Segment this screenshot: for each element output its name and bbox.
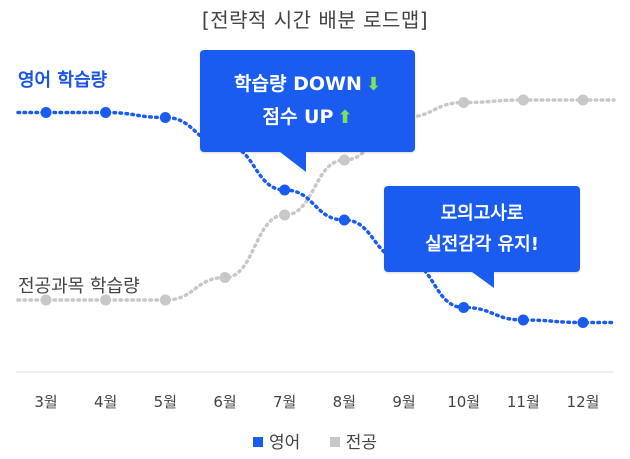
chart-legend: 영어 전공 <box>0 428 630 453</box>
callout-mock-test: 모의고사로 실전감각 유지! <box>384 186 580 288</box>
callout-1-text-2: 점수 UP <box>262 106 334 128</box>
point-english-8 <box>517 314 529 326</box>
line-chart: 3월 4월 5월 6월 7월 8월 9월 10월 11월 12월 <box>16 94 616 411</box>
x-tick-label: 7월 <box>273 393 296 411</box>
callout-1-text-1: 학습량 DOWN <box>234 73 362 95</box>
point-major-8 <box>517 94 529 106</box>
point-english-2 <box>159 112 171 123</box>
point-english-4 <box>279 184 291 196</box>
x-tick-labels: 3월 4월 5월 6월 7월 8월 9월 10월 11월 12월 <box>34 393 599 411</box>
callout-2-text-2: 실전감각 유지! <box>425 234 539 255</box>
arrow-up-icon: ⬆ <box>337 107 353 128</box>
x-tick-label: 12월 <box>567 393 600 411</box>
point-major-4 <box>279 209 291 221</box>
x-tick-label: 11월 <box>507 393 540 411</box>
series-line-english <box>16 110 616 325</box>
callout-1-line-2: 점수 UP⬆ <box>200 101 415 134</box>
point-major-5 <box>338 154 350 166</box>
point-english-1 <box>100 107 112 118</box>
arrow-down-icon: ⬇ <box>365 74 381 95</box>
point-major-7 <box>458 97 470 108</box>
callout-2-text-1: 모의고사로 <box>440 203 524 224</box>
point-major-2 <box>159 294 171 306</box>
x-tick-label: 10월 <box>447 393 480 411</box>
point-major-3 <box>219 272 231 283</box>
legend-label-major: 전공 <box>345 433 377 453</box>
x-tick-label: 9월 <box>392 393 415 411</box>
legend-item-english: 영어 <box>253 428 300 453</box>
point-english-5 <box>338 214 350 226</box>
x-tick-label: 3월 <box>34 393 57 411</box>
x-tick-label: 8월 <box>333 393 356 411</box>
x-tick-label: 4월 <box>94 393 117 411</box>
x-tick-label: 6월 <box>213 393 236 411</box>
legend-item-major: 전공 <box>329 428 377 453</box>
chart-title: [전략적 시간 배분 로드맵] <box>201 8 429 32</box>
legend-swatch-english <box>253 437 264 447</box>
series-line-major <box>16 98 616 302</box>
series-label-english: 영어 학습량 <box>18 70 108 91</box>
point-major-1 <box>100 294 112 306</box>
point-major-9 <box>577 94 589 106</box>
callout-study-down: 학습량 DOWN⬇ 점수 UP⬆ <box>200 50 415 172</box>
point-english-7 <box>458 302 470 313</box>
x-tick-label: 5월 <box>154 393 177 411</box>
legend-label-english: 영어 <box>269 433 301 453</box>
callout-1-line-1: 학습량 DOWN⬇ <box>200 68 415 101</box>
point-english-9 <box>577 317 589 328</box>
point-major-0 <box>40 294 52 306</box>
series-label-major: 전공과목 학습량 <box>18 276 140 297</box>
legend-swatch-major <box>329 437 340 447</box>
point-english-0 <box>40 107 52 118</box>
series-layer <box>16 94 616 328</box>
